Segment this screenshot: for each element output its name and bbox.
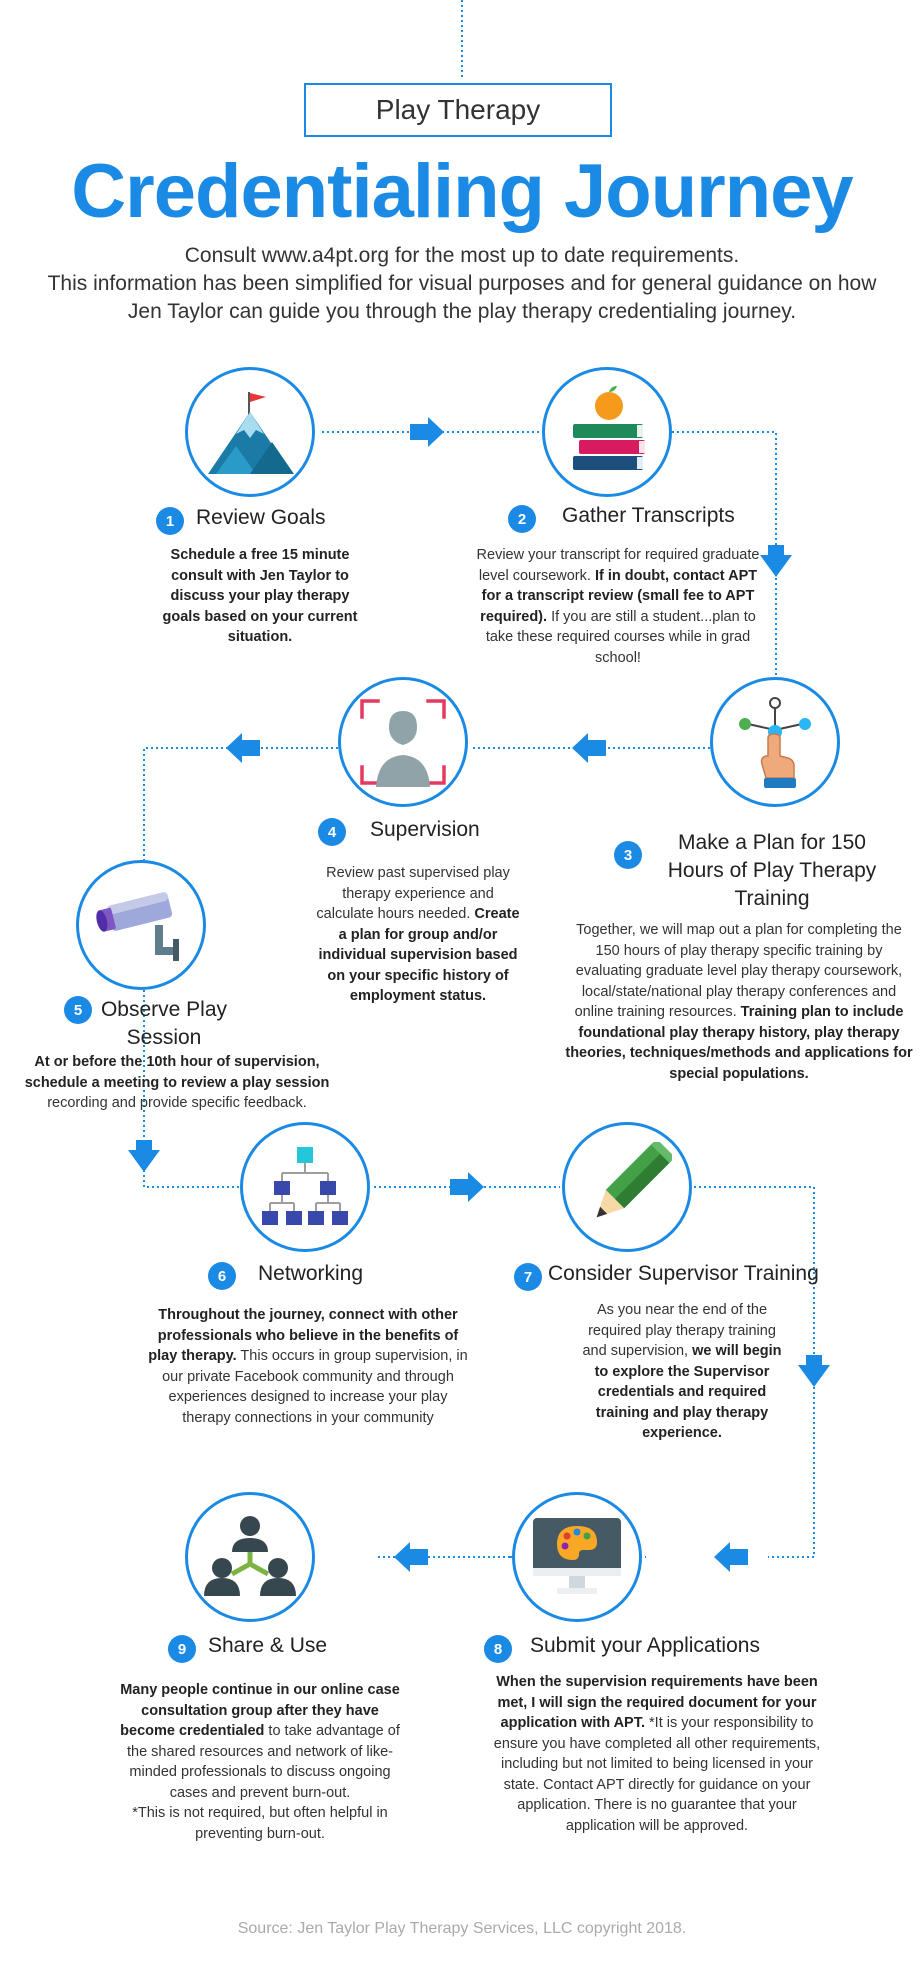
arrow-down-3 xyxy=(798,1355,830,1387)
step-5-badge: 5 xyxy=(64,996,92,1024)
step-6-body-part-1: Throughout the journey, connect with oth… xyxy=(148,1307,459,1364)
step-6-body-part-2: This occurs in group supervision, in our… xyxy=(162,1348,468,1426)
step-2-title: Gather Transcripts xyxy=(562,504,735,527)
step-4-body-part-1: Review past supervised play therapy expe… xyxy=(316,865,510,922)
step-8-body: When the supervision requirements have b… xyxy=(484,1672,830,1836)
arrow-left-4 xyxy=(394,1542,428,1572)
step-9-body-part-3: *This is not required, but often helpful… xyxy=(132,1805,388,1842)
step-9-body-part-2: to take advantage of the shared resource… xyxy=(127,1723,400,1801)
step-1-badge: 1 xyxy=(156,507,184,535)
monitor-palette-icon xyxy=(533,1518,621,1594)
step-6-circle xyxy=(240,1122,370,1252)
step-2-body-part-3: If you are still a student...plan to tak… xyxy=(485,608,756,666)
step-4-circle xyxy=(338,677,468,807)
step-5-body-part-1: At or before the 10th hour of supervisio… xyxy=(24,1054,330,1091)
arrow-right-2 xyxy=(450,1172,484,1202)
arrow-left-3 xyxy=(714,1542,748,1572)
camera-icon xyxy=(96,892,179,961)
step-4-body-part-2: Create a plan for group and/or individua… xyxy=(318,906,520,1004)
source-footer: Source: Jen Taylor Play Therapy Services… xyxy=(237,1920,687,1937)
step-1-body: Schedule a free 15 minute consult with J… xyxy=(150,545,370,648)
step-7-title: Consider Supervisor Training xyxy=(548,1262,819,1285)
step-2-body-part-2: If in doubt, contact APT for a transcrip… xyxy=(480,567,758,625)
step-3-body: Together, we will map out a plan for com… xyxy=(564,920,914,1084)
step-4-title: Supervision xyxy=(370,818,480,841)
step-5-title: Observe Play Session xyxy=(100,998,228,1049)
arrow-down-1 xyxy=(760,545,792,577)
step-8-body-part-2: *It is your responsibility to ensure you… xyxy=(493,1715,821,1834)
step-3-title: Make a Plan for 150 Hours of Play Therap… xyxy=(667,831,877,910)
org-chart-icon xyxy=(262,1147,348,1225)
intro-line-3: Jen Taylor can guide you through the pla… xyxy=(127,300,797,323)
step-5-body: At or before the 10th hour of supervisio… xyxy=(22,1052,332,1114)
step-7-body-part-2: we will begin to explore the Supervisor … xyxy=(594,1343,782,1441)
step-7-body: As you near the end of the required play… xyxy=(574,1300,790,1444)
step-9-body-part-1: Many people continue in our online case … xyxy=(120,1682,400,1739)
step-3-badge: 3 xyxy=(614,841,642,869)
step-8-title: Submit your Applications xyxy=(530,1634,760,1657)
person-focus-icon xyxy=(360,699,446,787)
step-7-badge: 7 xyxy=(514,1263,542,1291)
arrow-left-1 xyxy=(572,733,606,763)
step-2-badge: 2 xyxy=(508,505,536,533)
books-icon xyxy=(573,386,645,470)
step-3-body-part-1: Together, we will map out a plan for com… xyxy=(574,922,903,1020)
step-6-title: Networking xyxy=(258,1262,364,1285)
subtitle: Play Therapy xyxy=(375,94,541,125)
network-touch-icon xyxy=(739,697,811,788)
step-5-circle xyxy=(76,860,206,990)
step-1-title: Review Goals xyxy=(196,506,326,529)
step-2-body: Review your transcript for required grad… xyxy=(468,545,768,668)
group-icon xyxy=(204,1516,296,1596)
arrow-left-2 xyxy=(226,733,260,763)
arrow-right-1 xyxy=(410,417,444,447)
page-title: Credentialing Journey xyxy=(71,149,853,234)
step-8-body-part-1: When the supervision requirements have b… xyxy=(496,1674,818,1731)
arrow-down-2 xyxy=(128,1140,160,1172)
step-8-badge: 8 xyxy=(484,1635,512,1663)
step-4-badge: 4 xyxy=(318,818,346,846)
step-2-body-part-1: Review your transcript for required grad… xyxy=(476,547,760,584)
step-7-circle xyxy=(562,1122,692,1252)
intro-line-1: Consult www.a4pt.org for the most up to … xyxy=(184,244,740,267)
step-7-body-part-1: As you near the end of the required play… xyxy=(582,1302,776,1359)
intro-text: Consult www.a4pt.org for the most up to … xyxy=(40,242,884,326)
step-9-body: Many people continue in our online case … xyxy=(114,1680,406,1844)
step-2-circle xyxy=(542,367,672,497)
step-8-circle xyxy=(512,1492,642,1622)
step-3-body-part-2: Training plan to include foundational pl… xyxy=(565,1004,913,1082)
mountain-icon xyxy=(208,392,294,474)
pencil-icon xyxy=(596,1142,672,1218)
step-6-body: Throughout the journey, connect with oth… xyxy=(148,1305,468,1428)
step-9-badge: 9 xyxy=(168,1635,196,1663)
step-1-circle xyxy=(185,367,315,497)
step-1-body-text: Schedule a free 15 minute consult with J… xyxy=(162,547,358,645)
step-6-badge: 6 xyxy=(208,1262,236,1290)
step-9-title: Share & Use xyxy=(208,1634,328,1657)
subtitle-box: Play Therapy xyxy=(304,83,612,137)
intro-line-2: This information has been simplified for… xyxy=(47,272,877,295)
step-3-circle xyxy=(710,677,840,807)
step-9-circle xyxy=(185,1492,315,1622)
step-5-body-part-2: recording and provide specific feedback. xyxy=(47,1095,307,1111)
step-4-body: Review past supervised play therapy expe… xyxy=(312,863,524,1007)
